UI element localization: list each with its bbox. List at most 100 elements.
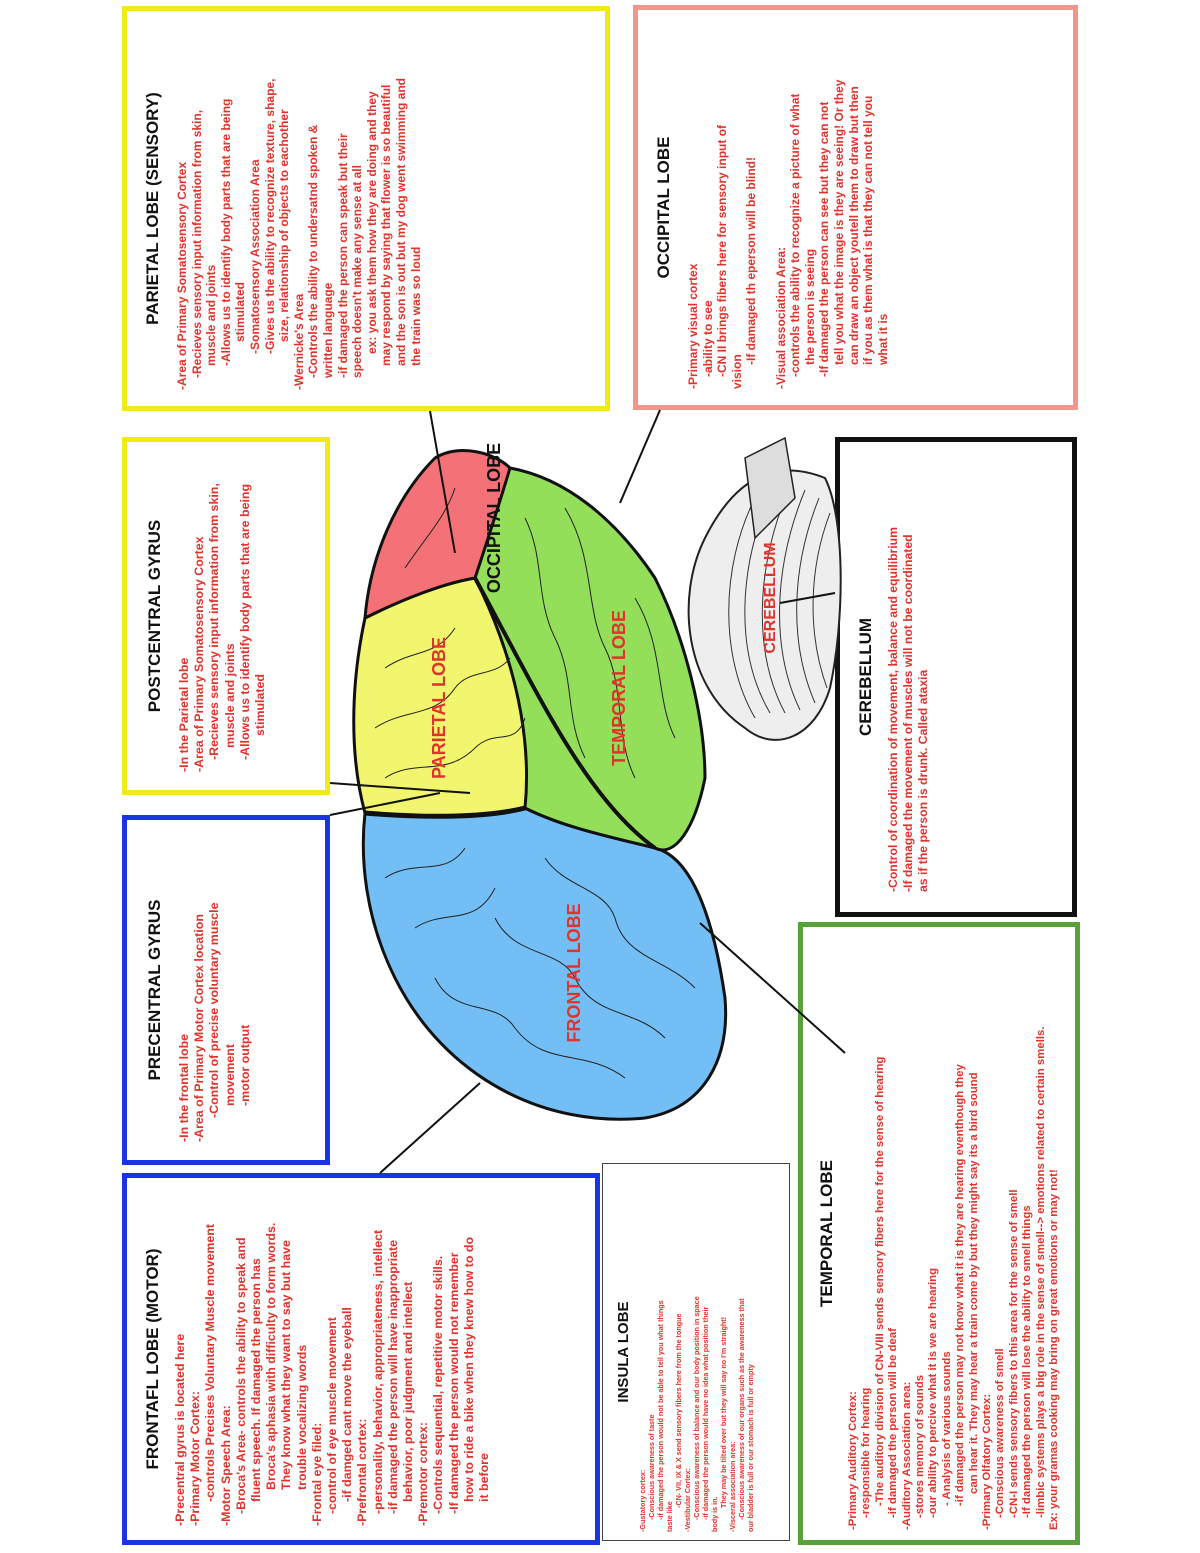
temporal-lobe-region [473,466,707,852]
brainstem-shape [744,436,796,540]
note-line: ex: you ask them how they are doing and … [364,91,379,354]
frontal-lobe-region [361,806,728,1121]
note-line: -if damaged the person would not be able… [656,1300,665,1520]
note-line: -Conscious awareness of taste [647,1414,656,1520]
temporal-lobe-notes: -Primary Auditory Cortex: -responsible f… [847,927,1062,1540]
occipital-lobe-title: OCCIPITAL LOBE [654,136,673,279]
note-line: -Precentral gyrus is located here [173,1333,187,1526]
note-line: -controls Precises Voluntary Muscle move… [203,1224,218,1502]
note-line: behavior, poor judgment and intellect [401,1281,416,1502]
note-line: -Control of precise voluntary muscle [207,902,222,1118]
note-line: -controls the ability to recognize a pic… [788,93,803,377]
note-line [759,18,774,389]
insula-lobe-notes: -Gustatory cortex: -Conscious awareness … [638,1164,755,1540]
occipital-lobe-box: OCCIPITAL LOBE -Primary visual cortex -a… [633,5,1078,410]
note-line: -Primary visual cortex [686,263,700,389]
note-line: -stores memory of sounds [914,1374,927,1518]
temporal-lobe-label: TEMPORAL LOBE [609,610,629,766]
note-line: -In the frontal lobe [177,1033,191,1142]
occipital-lobe-notes: -Primary visual cortex -ability to see -… [686,10,890,405]
note-line: -if damaged the person may not know what… [954,1064,967,1506]
note-line: -if damged cant move the eyeball [340,1307,355,1502]
note-line: -Prefrontal cortex: [355,1418,370,1526]
note-line: if you as them what is that they can not… [861,95,876,365]
note-line: our bladder is full or our stomach is fu… [746,1364,755,1532]
note-line: -our ability to percive what it is we ar… [927,1267,940,1518]
note-line: can hear it. They may hear a train come … [967,1072,980,1494]
note-line: They may be tilted over but they will sa… [719,1316,728,1508]
parietal-lobe-notes: -Area of Primary Somatosensory Cortex -R… [175,11,423,406]
occipital-lobe-label: OCCIPITAL LOBE [484,443,504,593]
note-line: -personality, behavior, appropriateness,… [370,1229,385,1514]
frontal-lobe-box: FRONTAFL LOBE (MOTOR) -Precentral gyrus … [122,1173,600,1545]
note-line: -Auditory Association area: [900,1381,913,1530]
note-line: -Area of Primary Motor Cortex location [192,914,207,1142]
note-line: -In the Parietal lobe [177,657,191,772]
note-line: size, relationship of objects to eachoth… [277,109,292,342]
note-line: -If damaged the movement of muscles will… [901,534,915,892]
note-line: -Gives us the ability to recognize textu… [262,78,277,354]
note-line: -Wernicke's Area [291,293,306,390]
frontal-lobe-notes: -Precentral gyrus is located here -Prima… [173,1178,492,1540]
note-line: Broca's aphasia with difficulty to form … [264,1222,279,1490]
note-line: -ability to see [700,300,715,377]
note-line: the person is seeing [802,248,817,365]
note-line: -Area of Primary Somatosensory Cortex [192,536,207,772]
note-line: -control of eye muscle movement [325,1317,340,1514]
note-line: -Controls the ability to undersatnd spok… [306,124,321,378]
note-line: -Allows us to identify body parts that a… [218,98,233,366]
note-line: movement [222,1044,237,1106]
note-line: -If damaged th eperson will be blind! [744,156,759,365]
note-line: taste like [665,1501,674,1532]
note-line: - Analysis of various sounds [940,1351,953,1506]
insula-lobe-box: INSULA LOBE -Gustatory cortex: -Consciou… [602,1163,790,1541]
note-line: -CN- VII, IX & X send sensory fibers her… [674,1313,683,1509]
note-line: -Primary Auditory Cortex: [847,1391,859,1530]
note-line: -motor output [237,1024,252,1106]
note-line: -Controls sequential, repetitive motor s… [431,1255,446,1514]
note-line: -Conscious awareness of our organs such … [737,1298,746,1520]
brain-illustration: FRONTAL LOBE PARIETAL LOBE TEMPORAL LOBE… [352,436,842,1121]
note-line: -if damaged the person would have no ide… [701,1306,710,1520]
note-line: may respond by saying that flower is so … [379,84,394,366]
note-line: vision [729,354,744,389]
note-line: written language [320,282,335,378]
frontal-lobe-label: FRONTAL LOBE [564,903,584,1042]
note-line: -If damaged the person would not remembe… [446,1252,461,1514]
note-line: -Conscious awareness of smell [994,1348,1007,1518]
cerebellum-title: CEREBELLUM [856,617,875,737]
note-line: They know what they want to say but have [279,1240,294,1490]
note-line: -Primary Olfatory Cortex: [981,1393,994,1530]
frontal-lobe-title: FRONTAFL LOBE (MOTOR) [143,1248,162,1470]
cerebellum-shape [687,469,842,741]
note-line: -Gustatory cortex: [638,1469,647,1532]
note-line: muscle and joints [222,643,237,748]
postcentral-gyrus-title: POSTCENTRAL GYRUS [145,519,164,713]
parietal-lobe-box: PARIETAL LOBE (SENSORY) -Area of Primary… [122,6,610,411]
note-line: -Recieves sensory input information from… [189,109,204,378]
cerebellum-box: CEREBELLUM -Control of coordination of m… [835,437,1077,917]
note-line: -Allows us to identify body parts that a… [237,483,252,760]
note-line: and the son is out but my dog went swimm… [393,77,408,366]
note-line: -If damaged the person will lose the abi… [1021,1205,1034,1518]
note-line: -Visual association Area: [773,246,788,389]
note-line: -Broca's Area- controls the ability to s… [233,1237,248,1514]
precentral-gyrus-title: PRECENTRAL GYRUS [145,899,164,1081]
cerebellum-region [687,436,842,741]
note-line: -If damaged the person can see but they … [817,101,832,377]
lateral-fissure [473,577,657,850]
note-line: tell you what the image is they are seei… [831,79,846,365]
note-line: -if damaged the person will have inappro… [385,1239,400,1514]
note-line: -Recieves sensory input information from… [207,483,222,760]
note-line: -Area of Primary Somatosensory Cortex [175,161,189,390]
note-line: stimulated [233,281,248,342]
note-line: -Control of coordination of movement, ba… [886,527,900,892]
note-line: -Frontal eye filed: [309,1422,324,1526]
note-line: -if damaged the person can speak but the… [335,133,350,378]
note-line: -limbic systems plays a big role in the … [1034,1026,1047,1518]
note-line: -if damaged the person will be deaf [887,1328,900,1518]
note-line: -Visceral association area: [728,1441,737,1532]
postcentral-gyrus-notes: -In the Parietal lobe -Area of Primary S… [177,442,268,790]
note-line: -CN II brings fibers here for sensory in… [715,124,730,377]
